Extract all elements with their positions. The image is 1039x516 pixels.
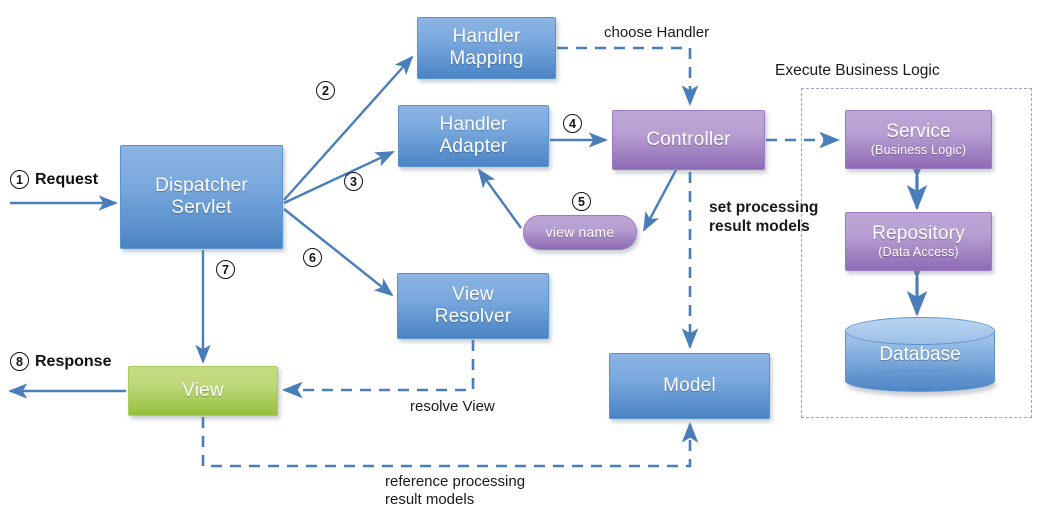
node-handler-mapping[interactable]: Handler Mapping [417, 17, 556, 79]
flow-viewresolver-to-view [281, 340, 475, 399]
dispatcher-servlet-line2: Servlet [171, 197, 232, 218]
set-processing-line2: result models [709, 217, 810, 235]
database-bottom-ellipse [845, 370, 995, 392]
handler-mapping-line2: Mapping [449, 48, 524, 69]
view-resolver-line2: Resolver [434, 306, 512, 327]
step-8-badge: 8 [10, 352, 29, 371]
service-line2: (Business Logic) [870, 143, 967, 158]
choose-handler-label: choose Handler [604, 24, 710, 41]
node-model[interactable]: Model [609, 353, 770, 419]
step-8-response: 8 Response [10, 352, 111, 371]
flow-choose-handler [557, 46, 699, 107]
handler-adapter-line1: Handler [439, 114, 508, 136]
node-service[interactable]: Service (Business Logic) [845, 110, 992, 169]
arrow-viewname-to-handleradapter [477, 168, 522, 229]
arrow-dispatcher-to-handleradapter [283, 150, 395, 205]
handler-mapping-line1: Handler [452, 26, 521, 48]
step-1-badge: 1 [10, 170, 29, 189]
repository-line1: Repository [872, 223, 965, 245]
step-4-badge: 4 [563, 114, 582, 133]
execute-business-logic-title: Execute Business Logic [775, 62, 940, 79]
node-database[interactable]: Database [845, 317, 995, 392]
request-label: Request [35, 170, 99, 188]
node-view[interactable]: View [128, 366, 278, 416]
view-label: View [182, 380, 224, 402]
database-label: Database [879, 343, 961, 365]
flow-view-to-model [201, 417, 699, 468]
step-7-badge: 7 [216, 260, 235, 279]
step-3-badge: 3 [344, 172, 363, 191]
step-2-badge: 2 [316, 81, 335, 100]
model-label: Model [663, 375, 716, 397]
resolve-view-label: resolve View [410, 398, 495, 415]
reference-processing-line2: result models [385, 491, 475, 508]
view-resolver-line1: View [452, 284, 494, 306]
repository-line2: (Data Access) [878, 245, 959, 260]
reference-processing-line1: reference processing [385, 473, 526, 490]
node-handler-adapter[interactable]: Handler Adapter [398, 105, 549, 167]
handler-adapter-line2: Adapter [439, 136, 508, 157]
step-5-badge: 5 [572, 192, 591, 211]
database-top-ellipse [845, 317, 995, 345]
reference-processing-label: reference processing result models [385, 473, 525, 509]
node-view-resolver[interactable]: View Resolver [397, 273, 549, 339]
set-processing-line1: set processing [709, 199, 819, 216]
dispatcher-servlet-line1: Dispatcher [155, 175, 248, 197]
node-controller[interactable]: Controller [612, 110, 765, 170]
view-name-label: view name [545, 224, 615, 241]
set-processing-label: set processing result models [709, 199, 818, 236]
controller-label: Controller [646, 129, 731, 151]
step-6-badge: 6 [303, 248, 322, 267]
step-1-request: 1 Request [10, 170, 98, 189]
node-repository[interactable]: Repository (Data Access) [845, 212, 992, 271]
node-dispatcher-servlet[interactable]: Dispatcher Servlet [120, 145, 283, 249]
execute-business-logic-region [801, 88, 1032, 418]
arrow-controller-to-viewname [642, 169, 678, 232]
response-label: Response [35, 352, 112, 370]
service-line1: Service [886, 121, 951, 143]
arrow-dispatcher-to-viewresolver [283, 208, 394, 297]
node-view-name[interactable]: view name [523, 215, 637, 250]
